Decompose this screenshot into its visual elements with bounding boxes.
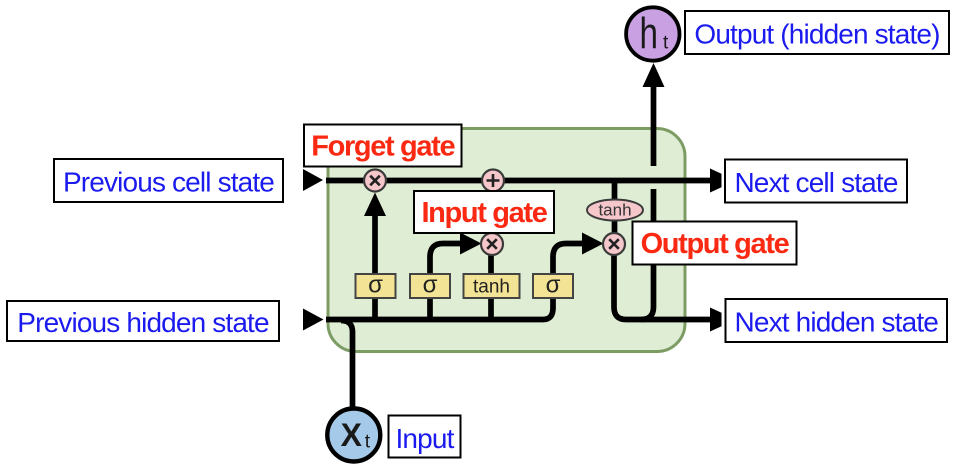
svg-text:Output gate: Output gate [641,228,790,260]
svg-text:X: X [341,417,363,453]
svg-text:h: h [640,9,659,58]
svg-text:σ: σ [368,272,383,299]
svg-text:tanh: tanh [473,277,510,298]
svg-text:Output (hidden state): Output (hidden state) [694,19,939,50]
svg-text:t: t [365,431,371,453]
svg-text:σ: σ [546,272,561,299]
svg-text:t: t [663,32,669,53]
svg-text:Next hidden state: Next hidden state [735,307,939,338]
svg-text:Previous hidden state: Previous hidden state [17,307,269,338]
svg-text:Next cell state: Next cell state [734,167,897,198]
svg-text:Forget gate: Forget gate [311,131,455,163]
svg-text:Input gate: Input gate [421,197,547,229]
svg-text:tanh: tanh [598,201,631,220]
svg-text:σ: σ [423,272,438,299]
svg-text:Input: Input [395,423,454,454]
svg-text:Previous cell state: Previous cell state [63,167,274,198]
